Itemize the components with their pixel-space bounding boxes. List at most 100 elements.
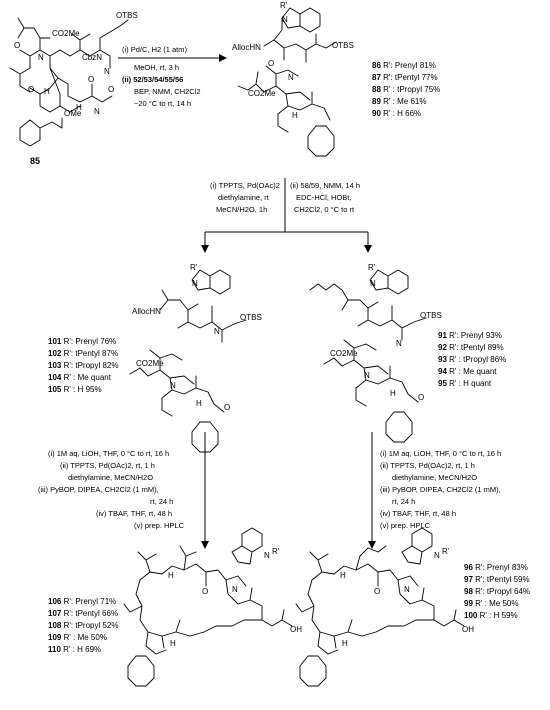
yield-entry: 98 R': tPropyl 64% [464,587,530,596]
compound-85-label: 85 [30,156,40,166]
yield-entry: 110 R' : H 69% [48,645,101,654]
left-intermediate-structure: R' N AllocHN OTBS CO2Me N H O N [129,263,262,453]
intermediate-structure: R' N AllocHN OTBS CO2Me N O H [232,1,354,157]
right-intermediate-structure: R' N OTBS N CO2Me N H O [309,263,442,443]
left-cyclization-conditions: (i) 1M aq, LiOH, THF, 0 °C to rt, 16 h (… [38,449,185,530]
svg-text:(i) 1M aq, LiOH, THF, 0 °C to: (i) 1M aq, LiOH, THF, 0 °C to rt, 16 h [48,449,169,458]
left-intermediate-yield-table: 101 R': Prenyl 76% 102 R': tPentyl 87% 1… [48,337,119,394]
svg-text:(ii) 58/59, NMM, 14 h: (ii) 58/59, NMM, 14 h [290,181,360,190]
svg-text:(v) prep. HPLC: (v) prep. HPLC [134,521,185,530]
atom-label: AllocHN [232,43,261,52]
left-product-yield-table: 106 R': Prenyl 71% 107 R': tPentyl 66% 1… [48,597,119,654]
yield-entry: 105 R' : H 95% [48,385,102,394]
atom-label: R' [280,1,288,10]
yield-entry: 92 R': tPentyl 89% [438,343,504,352]
atom-label: H [170,639,176,648]
atom-label: N [192,279,198,288]
atom-label: N [94,107,100,116]
atom-label: CO2Me [52,29,80,38]
yield-entry: 106 R': Prenyl 71% [48,597,116,606]
atom-label: CbzN [82,53,102,62]
svg-text:(i) 1M aq, LiOH, THF, 0 °C to: (i) 1M aq, LiOH, THF, 0 °C to rt, 16 h [380,449,501,458]
atom-label: H [390,389,396,398]
right-cyclization-conditions: (i) 1M aq, LiOH, THF, 0 °C to rt, 16 h (… [380,449,501,530]
atom-label: N [434,551,440,560]
svg-text:−20 °C to rt, 14 h: −20 °C to rt, 14 h [134,99,191,108]
atom-label: H [196,399,202,408]
atom-label: H [168,571,174,580]
atom-label: O [268,59,274,68]
yield-entry: 91 R': Prenyl 93% [438,331,502,340]
atom-label: N [104,67,110,76]
step1-conditions: (i) Pd/C, H2 (1 atm) MeOH, rt, 3 h (ii) … [122,45,201,108]
svg-text:rt, 24 h: rt, 24 h [392,497,415,506]
yield-entry: 107 R': tPentyl 66% [48,609,118,618]
yield-entry: 87 R': tPentyl 77% [372,73,438,82]
atom-label: R' [368,263,376,272]
svg-text:(i) TPPTS, Pd(OAc)2: (i) TPPTS, Pd(OAc)2 [210,181,280,190]
atom-label: AllocHN [132,307,161,316]
svg-text:(i) Pd/C, H2 (1 atm): (i) Pd/C, H2 (1 atm) [122,45,188,54]
atom-label: N [214,327,220,336]
svg-text:rt, 24 h: rt, 24 h [150,497,173,506]
atom-label: N [170,381,176,390]
atom-label: O [202,587,208,596]
svg-text:diethylamine, rt: diethylamine, rt [218,193,270,202]
svg-text:BEP, NMM, CH2Cl2: BEP, NMM, CH2Cl2 [134,87,201,96]
yield-entry: 108 R': tPropyl 52% [48,621,119,630]
atom-label: R' [190,263,198,272]
svg-text:MeCN/H2O, 1h: MeCN/H2O, 1h [216,205,267,214]
atom-label: OTBS [332,41,354,50]
yield-entry: 96 R': Prenyl 83% [464,563,528,572]
left-macrocycle-structure: N R' H O N OH H [123,527,302,687]
yield-entry: 102 R': tPentyl 87% [48,349,118,358]
yield-entry: 99 R' : Me 50% [464,599,518,608]
atom-label: OMe [64,109,82,118]
starting-material-structure: OTBS CO2Me N CbzN N O H O H N O OMe O [9,11,138,147]
atom-label: N [38,53,44,62]
atom-label: OH [290,625,302,634]
yield-entry: 90 R' : H 66% [372,109,421,118]
atom-label: N [370,279,376,288]
yield-entry: 89 R' : Me 61% [372,97,426,106]
atom-label: N [288,73,294,82]
atom-label: H [292,111,298,120]
atom-label: O [374,587,380,596]
svg-text:(iv) TBAF, THF, rt, 48 h: (iv) TBAF, THF, rt, 48 h [96,509,172,518]
svg-text:(iii) PyBOP, DIPEA, CH2Cl2 (1: (iii) PyBOP, DIPEA, CH2Cl2 (1 mM), [38,485,159,494]
yield-entry: 94 R' : Me quant [438,367,497,376]
right-intermediate-yield-table: 91 R': Prenyl 93% 92 R': tPentyl 89% 93 … [438,331,506,388]
yield-entry: 97 R': tPentyl 59% [464,575,530,584]
branch-left-conditions: (i) TPPTS, Pd(OAc)2 diethylamine, rt MeC… [210,181,280,214]
intermediate-yield-table: 86 R': Prenyl 81% 87 R': tPentyl 77% 88 … [372,61,440,118]
svg-text:(ii) 52/53/54/55/56: (ii) 52/53/54/55/56 [122,75,183,84]
svg-text:diethylamine, MeCN/H2O: diethylamine, MeCN/H2O [68,473,153,482]
yield-entry: 104 R' : Me quant [48,373,112,382]
svg-text:diethylamine, MeCN/H2O: diethylamine, MeCN/H2O [392,473,477,482]
atom-label: N [264,551,270,560]
svg-text:EDC-HCl, HOBt,: EDC-HCl, HOBt, [296,193,351,202]
atom-label: N [396,339,402,348]
atom-label: CO2Me [248,89,276,98]
svg-text:(ii) TPPTS, Pd(OAc)2, rt, 1 h: (ii) TPPTS, Pd(OAc)2, rt, 1 h [380,461,475,470]
atom-label: N [232,585,238,594]
atom-label: CO2Me [330,349,358,358]
svg-text:CH2Cl2, 0 °C to rt: CH2Cl2, 0 °C to rt [294,205,355,214]
svg-text:(ii) TPPTS, Pd(OAc)2, rt, 1 h: (ii) TPPTS, Pd(OAc)2, rt, 1 h [60,461,155,470]
atom-label: CO2Me [136,359,164,368]
atom-label: O [108,85,114,94]
right-product-yield-table: 96 R': Prenyl 83% 97 R': tPentyl 59% 98 … [464,563,530,620]
yield-entry: 88 R' : tPropyl 75% [372,85,440,94]
svg-text:(v) prep. HPLC: (v) prep. HPLC [380,521,431,530]
atom-label: O [14,41,20,50]
yield-entry: 109 R' : Me 50% [48,633,107,642]
yield-entry: 100 R' : H 59% [464,611,518,620]
atom-label: O [418,393,424,402]
yield-entry: 86 R': Prenyl 81% [372,61,436,70]
atom-label: O [88,75,94,84]
svg-text:(iv) TBAF, THF, rt, 48 h: (iv) TBAF, THF, rt, 48 h [380,509,456,518]
atom-label: OTBS [240,313,262,322]
branch-connector [201,178,372,253]
atom-label: H [342,639,348,648]
